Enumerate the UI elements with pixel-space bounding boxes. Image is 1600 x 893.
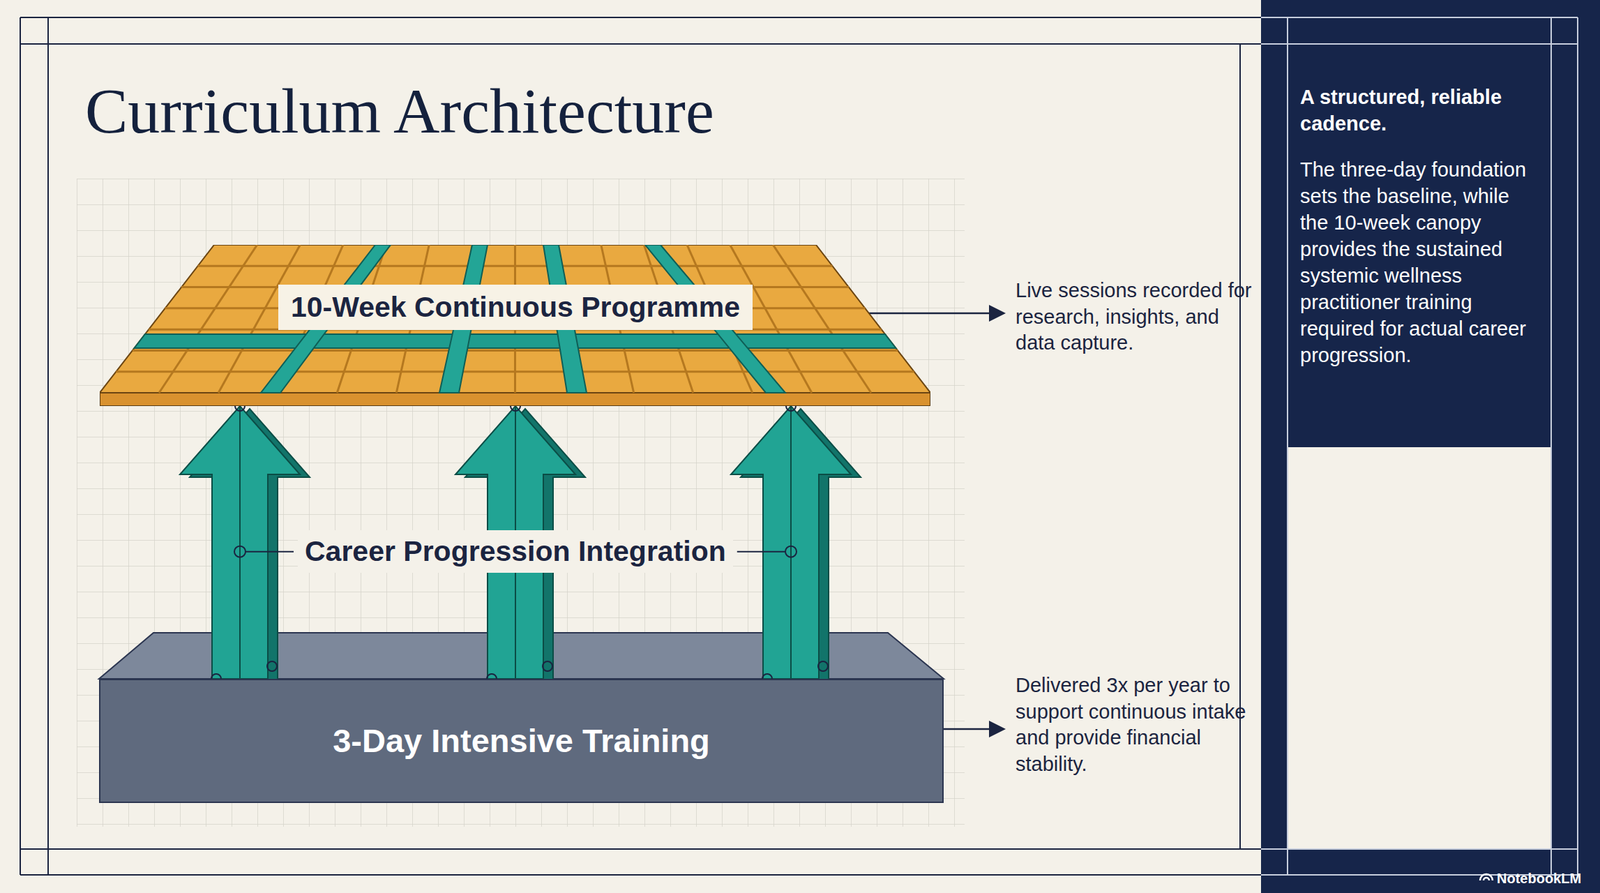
leader-line — [737, 551, 786, 553]
watermark: NotebookLM — [1496, 869, 1582, 888]
joint-dot — [818, 661, 828, 671]
roof-rafter — [772, 244, 872, 393]
base-block: 3-Day Intensive Training — [99, 678, 944, 803]
block-arrow — [179, 391, 310, 684]
panel-body: The three-day foundation sets the baseli… — [1300, 156, 1539, 369]
diagram-title: Curriculum Architecture — [85, 72, 715, 150]
joint-dot — [542, 661, 553, 671]
arrow-axis — [239, 391, 241, 682]
integration-label: Career Progression Integration — [297, 530, 734, 573]
leader-dot — [785, 546, 797, 558]
arrow-axis — [790, 391, 792, 682]
block-arrow — [730, 391, 861, 684]
leader-dot — [234, 546, 246, 558]
leader-line — [245, 551, 294, 553]
side-panel: A structured, reliable cadence. The three… — [1287, 69, 1552, 383]
callout-note: Delivered 3x per year to support continu… — [1015, 672, 1253, 778]
panel-heading: A structured, reliable cadence. — [1300, 83, 1539, 137]
base-label: 3-Day Intensive Training — [332, 721, 711, 761]
roof-rafter — [159, 244, 258, 393]
roof-deck — [99, 244, 931, 393]
callout-note: Live sessions recorded for research, ins… — [1015, 277, 1253, 357]
roof-label: 10-Week Continuous Programme — [278, 284, 753, 330]
roof-beam — [134, 334, 897, 349]
joint-dot — [267, 661, 277, 671]
roof-node: 10-Week Continuous Programme — [99, 244, 931, 406]
roof-front-face — [99, 392, 931, 406]
